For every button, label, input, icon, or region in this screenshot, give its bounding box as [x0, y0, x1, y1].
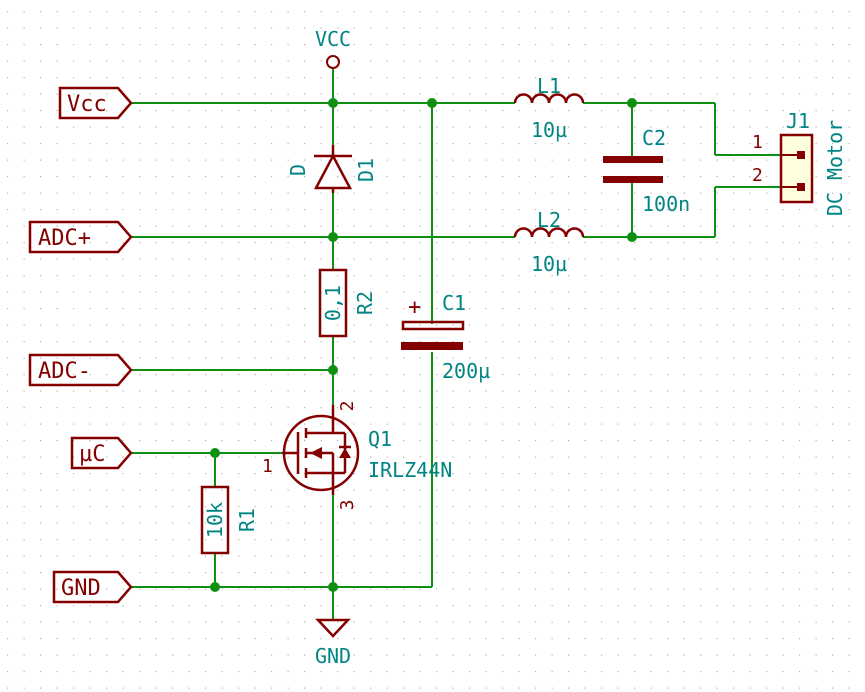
label-adc-plus-text: ADC+ — [38, 226, 91, 251]
d1-value: D — [286, 164, 310, 176]
q1-ref: Q1 — [368, 427, 392, 451]
label-gnd: GND — [52, 570, 133, 604]
resistor-r1: 10k R1 — [200, 485, 259, 555]
j1-ref: J1 — [786, 109, 810, 133]
resistor-r2: 0,1 R2 — [318, 268, 377, 338]
c2-value: 100n — [642, 192, 690, 216]
q1-pin-source: 3 — [337, 500, 358, 511]
label-adc-plus: ADC+ — [28, 220, 133, 254]
j1-value: DC Motor — [823, 120, 847, 216]
l1-value: 10µ — [531, 118, 567, 142]
label-gnd-text: GND — [61, 576, 101, 601]
wires — [131, 68, 781, 620]
l2-value: 10µ — [531, 252, 567, 276]
label-vcc-text: Vcc — [67, 92, 107, 117]
power-gnd-text: GND — [315, 644, 351, 668]
r1-ref: R1 — [235, 508, 259, 532]
r2-ref: R2 — [353, 291, 377, 315]
label-uc: µC — [70, 436, 133, 470]
q1-value: IRLZ44N — [368, 458, 452, 482]
j1-pin1: 1 — [752, 132, 763, 153]
connector-j1: 1 2 J1 DC Motor — [752, 109, 847, 216]
d1-ref: D1 — [354, 158, 378, 182]
power-vcc-symbol: VCC — [315, 27, 351, 69]
label-uc-text: µC — [79, 442, 106, 467]
label-adc-minus-text: ADC- — [38, 359, 91, 384]
junctions — [210, 98, 637, 592]
l2-ref: L2 — [537, 208, 561, 232]
capacitor-c2: C2 100n — [603, 126, 690, 216]
q1-pin-gate: 1 — [262, 456, 273, 477]
inductor-l1: L1 10µ — [513, 74, 585, 142]
l1-ref: L1 — [537, 74, 561, 98]
label-vcc: Vcc — [58, 86, 133, 120]
q1-pin-drain: 2 — [337, 401, 358, 412]
label-adc-minus: ADC- — [28, 353, 133, 387]
j1-pin2: 2 — [752, 165, 763, 186]
c1-polarity: + — [408, 295, 421, 320]
r2-value: 0,1 — [321, 285, 345, 321]
power-gnd-symbol: GND — [315, 618, 351, 668]
c2-ref: C2 — [642, 126, 666, 150]
capacitor-c1: + C1 200µ — [401, 291, 490, 383]
c1-ref: C1 — [442, 291, 466, 315]
mosfet-q1: 1 2 3 Q1 IRLZ44N — [262, 401, 452, 511]
r1-value: 10k — [203, 502, 227, 538]
c1-value: 200µ — [442, 359, 490, 383]
diode-d1: D D1 — [286, 145, 378, 193]
power-vcc-text: VCC — [315, 27, 351, 51]
inductor-l2: L2 10µ — [513, 208, 585, 276]
